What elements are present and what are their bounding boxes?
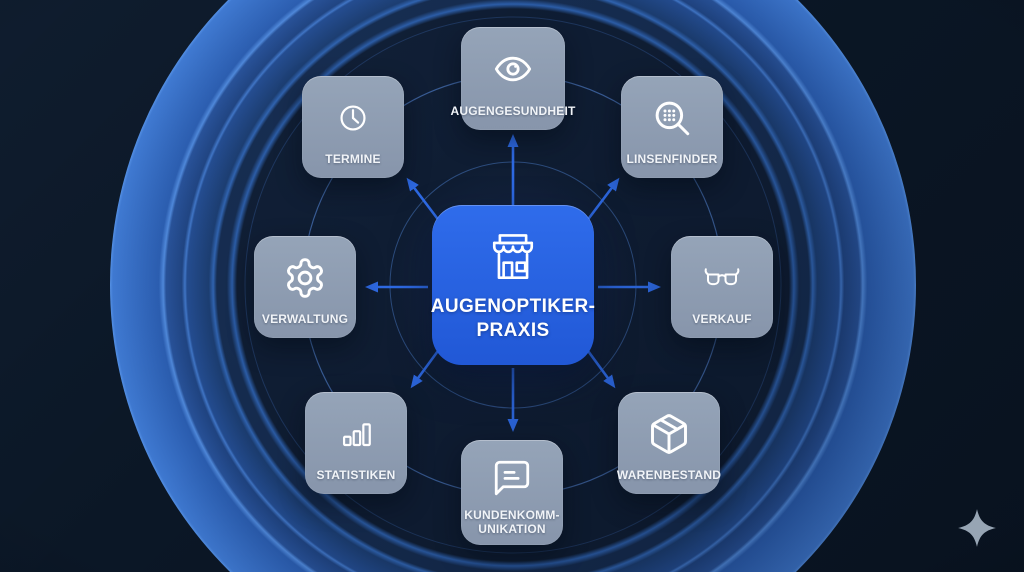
node-label: WARENBESTAND — [616, 468, 722, 483]
node-label: AUGENGESUNDHEIT — [450, 104, 576, 119]
glasses-icon — [671, 236, 773, 313]
node-label: STATISTIKEN — [316, 468, 396, 483]
lens-search-icon — [621, 76, 723, 153]
eye-icon — [461, 27, 565, 105]
node-statistiken: STATISTIKEN — [305, 392, 407, 494]
node-label: LINSENFINDER — [626, 152, 718, 167]
sparkle-icon — [956, 507, 998, 549]
node-label: VERKAUF — [692, 312, 752, 327]
node-warenbestand: WARENBESTAND — [616, 392, 722, 494]
node-augengesundheit: AUGENGESUNDHEIT — [451, 27, 575, 130]
package-icon — [618, 392, 720, 469]
center-node-augenoptiker-praxis: AUGENOPTIKER- PRAXIS — [430, 205, 596, 365]
storefront-icon — [479, 227, 547, 287]
node-termine: TERMINE — [302, 76, 404, 178]
node-verwaltung: VERWALTUNG — [254, 236, 356, 338]
node-label: TERMINE — [325, 152, 381, 167]
node-verkauf: VERKAUF — [671, 236, 773, 338]
node-kundenkommunikation: KUNDENKOMM- UNIKATION — [461, 440, 563, 545]
chat-bubble-icon — [461, 440, 563, 509]
node-label: VERWALTUNG — [261, 312, 349, 327]
node-linsenfinder: LINSENFINDER — [621, 76, 723, 178]
bar-chart-icon — [305, 392, 407, 469]
node-label: KUNDENKOMM- UNIKATION — [464, 508, 560, 537]
center-title: AUGENOPTIKER- PRAXIS — [430, 295, 596, 341]
clock-icon — [302, 76, 404, 153]
gear-icon — [254, 236, 356, 313]
